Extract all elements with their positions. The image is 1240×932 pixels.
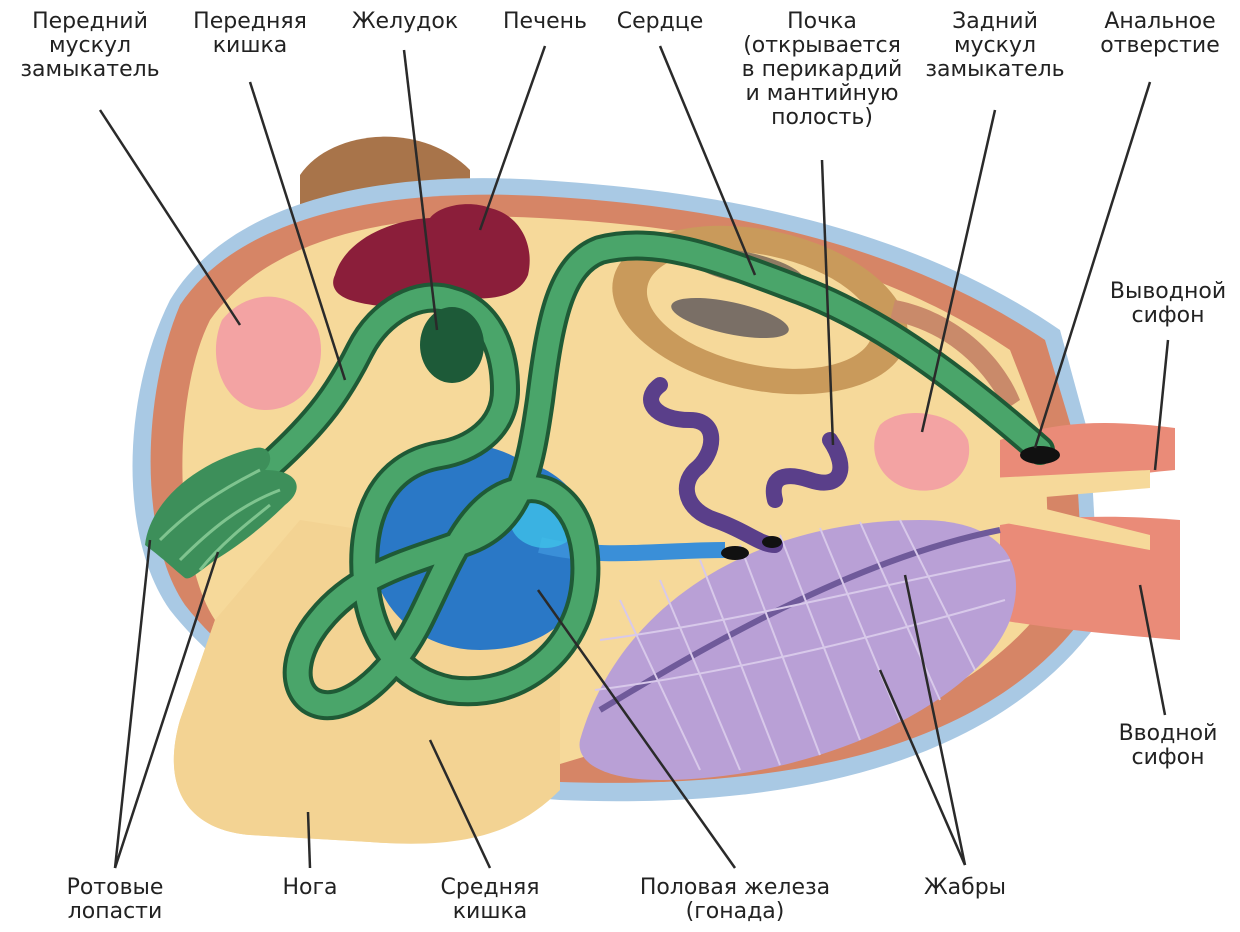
label-midgut: Средняя кишка <box>441 876 540 924</box>
kidney-pore <box>762 536 782 548</box>
label-incurrent-siphon: Вводной сифон <box>1119 722 1218 770</box>
label-anus: Анальное отверстие <box>1100 10 1220 58</box>
label-posterior-adductor: Задний мускул замыкатель <box>925 10 1064 82</box>
gonad-duct <box>540 545 725 553</box>
label-mouth-lobes: Ротовые лопасти <box>67 876 164 924</box>
label-gonad: Половая железа (гонада) <box>640 876 830 924</box>
label-foot: Нога <box>282 876 337 900</box>
label-liver: Печень <box>503 10 587 34</box>
label-heart: Сердце <box>617 10 704 34</box>
label-stomach: Желудок <box>352 10 458 34</box>
gonad-pore <box>721 546 749 560</box>
stomach-shape <box>420 307 484 383</box>
label-kidney: Почка (открывается в перикардий и мантий… <box>742 10 903 130</box>
anus-pore <box>1020 446 1060 464</box>
label-excurrent-siphon: Выводной сифон <box>1110 280 1226 328</box>
label-gills: Жабры <box>924 876 1006 900</box>
label-foregut: Передняя кишка <box>193 10 307 58</box>
label-anterior-adductor: Передний мускул замыкатель <box>20 10 159 82</box>
